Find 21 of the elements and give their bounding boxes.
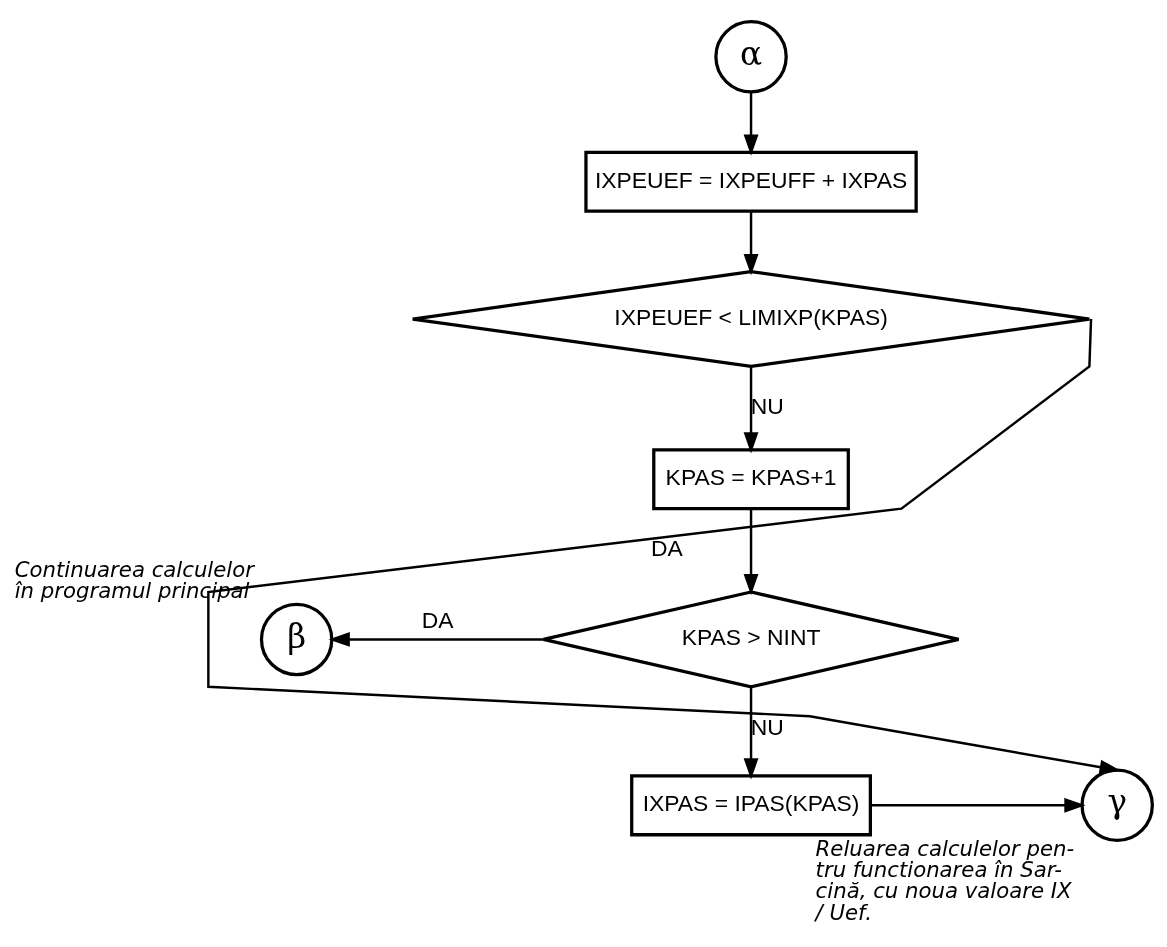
arrow <box>743 508 759 596</box>
node-diamond: KPAS > NINT <box>541 590 961 689</box>
node-box: KPAS = KPAS+1 <box>652 448 850 511</box>
node-circle: γ <box>1080 768 1154 843</box>
arrow <box>743 366 759 454</box>
arrow <box>743 92 759 156</box>
arrow <box>870 797 1086 813</box>
arrow <box>743 211 759 276</box>
edge-label: DA <box>421 607 454 634</box>
node-diamond: IXPEUEF < LIMIXP(KPAS) <box>411 269 1092 369</box>
node-box: IXPAS = IPAS(KPAS) <box>630 774 872 837</box>
edge-label: NU <box>750 713 784 740</box>
node-circle: β <box>259 602 334 677</box>
node-label: Reluarea calculelor pen- tru functionarea în Sar- cină, cu noua valoare IX / Uef. <box>815 835 1075 925</box>
arrow <box>207 319 1121 775</box>
node-box: IXPEUEF = IXPEUFF + IXPAS <box>584 150 918 213</box>
edge-label: NU <box>750 393 784 420</box>
arrow <box>743 687 759 780</box>
node-circle: α <box>714 19 788 94</box>
arrow <box>328 631 544 647</box>
edge-label: DA <box>650 535 683 562</box>
